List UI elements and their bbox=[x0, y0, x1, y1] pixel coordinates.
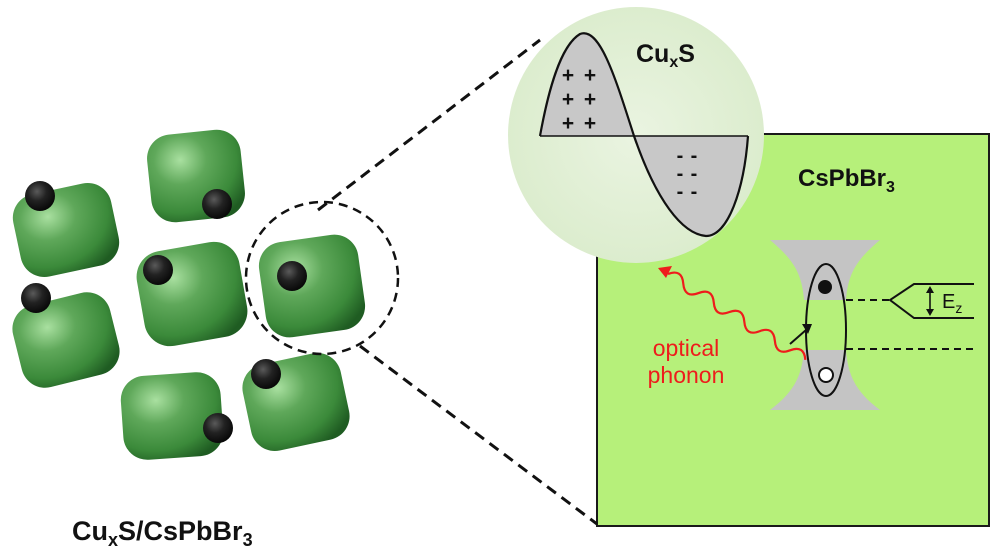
phonon-label-line1: optical bbox=[653, 335, 719, 361]
composite-label-sub1: x bbox=[108, 530, 118, 550]
composite-label: CuxS/CsPbBr3 bbox=[72, 516, 253, 550]
cuxs-dot bbox=[21, 283, 51, 313]
optical-phonon-wave bbox=[667, 271, 807, 360]
minus-sign: - bbox=[691, 163, 698, 185]
phonon-label-line2: phonon bbox=[648, 362, 725, 388]
plus-sign: + bbox=[584, 112, 596, 135]
ez-label-sub: z bbox=[955, 300, 962, 316]
nanocube-cluster bbox=[12, 129, 366, 460]
phonon-arrow-head bbox=[658, 266, 672, 278]
minus-sign: - bbox=[691, 181, 698, 203]
composite-label-mid: S/CsPbBr bbox=[118, 516, 243, 546]
positive-charges: + + + + + + bbox=[562, 64, 596, 135]
cuxs-dot bbox=[143, 255, 173, 285]
cuxs-label: CuxS bbox=[636, 40, 695, 71]
cuxs-dot bbox=[277, 261, 307, 291]
plus-sign: + bbox=[584, 64, 596, 87]
cspbbr3-label-sub: 3 bbox=[886, 179, 895, 196]
cuxs-dot bbox=[25, 181, 55, 211]
zoom-line-upper bbox=[317, 38, 541, 212]
cuxs-label-tail: S bbox=[678, 40, 695, 68]
negative-charge-region bbox=[634, 136, 748, 236]
ez-bracket bbox=[888, 283, 974, 319]
minus-sign: - bbox=[677, 163, 684, 185]
plus-sign: + bbox=[562, 112, 574, 135]
upper-band-cone bbox=[770, 240, 880, 300]
composite-label-base: Cu bbox=[72, 516, 108, 546]
cuxs-dot bbox=[202, 189, 232, 219]
nanocube bbox=[120, 372, 224, 460]
negative-charges: - - - - - - bbox=[677, 145, 698, 203]
electron-dot bbox=[818, 280, 832, 294]
minus-sign: - bbox=[677, 181, 684, 203]
cuxs-dot bbox=[203, 413, 233, 443]
positive-charge-region bbox=[540, 33, 634, 136]
cuxs-label-sub: x bbox=[669, 54, 678, 71]
cspbbr3-label: CsPbBr3 bbox=[798, 165, 895, 196]
ez-arrow-head-down bbox=[926, 309, 934, 316]
nanocube bbox=[12, 292, 120, 388]
cuxs-dot bbox=[251, 359, 281, 389]
zoom-line-lower bbox=[359, 344, 598, 526]
plasmon-sine-curve bbox=[538, 32, 750, 238]
plus-sign: + bbox=[562, 64, 574, 87]
cuxs-label-base: Cu bbox=[636, 40, 669, 68]
nanocube bbox=[136, 241, 248, 347]
nanocube bbox=[147, 129, 245, 223]
ez-label: Ez bbox=[942, 291, 962, 316]
minus-sign: - bbox=[677, 145, 684, 167]
ez-label-base: E bbox=[942, 291, 955, 313]
hole-dot bbox=[818, 367, 834, 383]
cspbbr3-label-base: CsPbBr bbox=[798, 165, 886, 192]
plus-sign: + bbox=[562, 88, 574, 111]
minus-sign: - bbox=[691, 145, 698, 167]
ez-arrow-head-up bbox=[926, 286, 934, 293]
composite-label-sub2: 3 bbox=[243, 530, 253, 550]
highlight-dashed-circle bbox=[244, 200, 400, 356]
coupling-arrow-head bbox=[802, 324, 812, 334]
coupling-arrow bbox=[789, 329, 807, 345]
plus-sign: + bbox=[584, 88, 596, 111]
nanocube bbox=[258, 234, 366, 338]
